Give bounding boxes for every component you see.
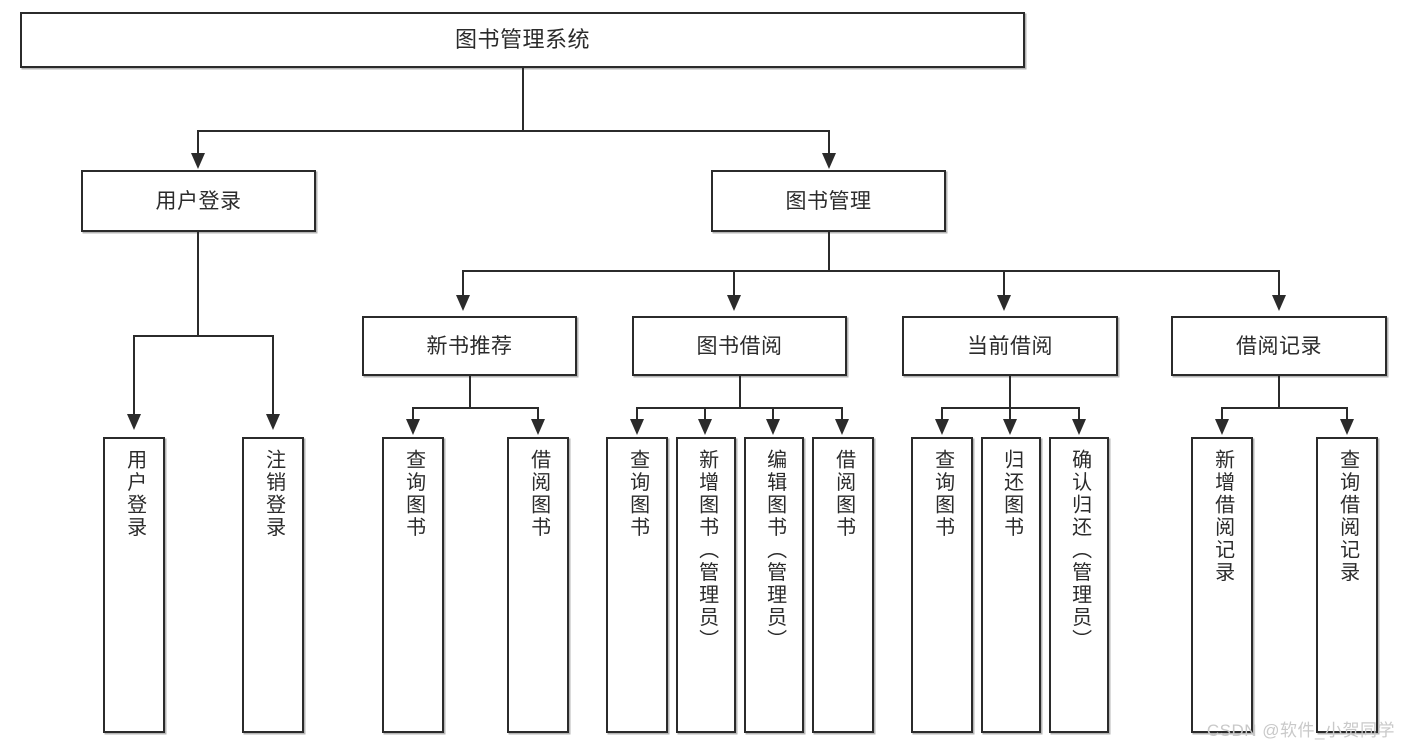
leaf-bb-edit-book[interactable]: 编辑图书（管理员）	[744, 437, 804, 733]
edge-drop-borrow-record	[1278, 270, 1280, 297]
node-label: 用户登录	[123, 449, 146, 539]
node-label: 注销登录	[262, 449, 285, 539]
leaf-nbr-query-book[interactable]: 查询图书	[382, 437, 444, 733]
edge-borrow-record-split-bar	[1221, 407, 1347, 409]
arrow-leaf-cb-2	[1003, 419, 1017, 435]
leaf-cb-confirm-return[interactable]: 确认归还（管理员）	[1049, 437, 1109, 733]
leaf-bb-query-book[interactable]: 查询图书	[606, 437, 668, 733]
edge-drop-leaf-user-login-2	[272, 335, 274, 417]
leaf-cb-query-book[interactable]: 查询图书	[911, 437, 973, 733]
arrow-user-login	[191, 153, 205, 169]
edge-drop-leaf-cb-3	[1078, 407, 1080, 421]
node-user-login[interactable]: 用户登录	[81, 170, 316, 232]
edge-user-login-stem	[197, 232, 199, 335]
node-label: 借阅图书	[527, 449, 550, 539]
leaf-br-add-record[interactable]: 新增借阅记录	[1191, 437, 1253, 733]
node-label: 当前借阅	[967, 334, 1053, 358]
node-label: 查询图书	[402, 449, 425, 539]
arrow-leaf-bb-1	[630, 419, 644, 435]
edge-drop-book-management	[828, 130, 830, 156]
node-label: 图书借阅	[696, 334, 783, 358]
leaf-br-query-record[interactable]: 查询借阅记录	[1316, 437, 1378, 733]
node-label: 借阅图书	[832, 449, 855, 539]
arrow-leaf-bb-4	[835, 419, 849, 435]
node-label: 编辑图书（管理员）	[763, 449, 786, 652]
node-label: 借阅记录	[1236, 334, 1322, 358]
node-current-borrow[interactable]: 当前借阅	[902, 316, 1118, 376]
edge-borrow-record-stem	[1278, 376, 1280, 407]
node-label: 查询图书	[931, 449, 954, 539]
node-borrow-record[interactable]: 借阅记录	[1171, 316, 1387, 376]
arrow-leaf-nbr-1	[406, 419, 420, 435]
arrow-current-borrow	[997, 295, 1011, 311]
edge-drop-leaf-nbr-1	[412, 407, 414, 421]
node-root-book-management-system[interactable]: 图书管理系统	[20, 12, 1025, 68]
arrow-leaf-nbr-2	[531, 419, 545, 435]
edge-drop-leaf-bb-2	[704, 407, 706, 421]
leaf-user-login[interactable]: 用户登录	[103, 437, 165, 733]
edge-current-borrow-stem	[1009, 376, 1011, 407]
edge-book-management-split-bar	[462, 270, 1280, 272]
edge-drop-leaf-user-login-1	[133, 335, 135, 417]
edge-drop-new-book-recommend	[462, 270, 464, 297]
arrow-leaf-bb-3	[766, 419, 780, 435]
node-label: 图书管理	[785, 189, 872, 213]
leaf-cb-return-book[interactable]: 归还图书	[981, 437, 1041, 733]
node-label: 图书管理系统	[454, 27, 590, 52]
arrow-book-management	[822, 153, 836, 169]
node-label: 确认归还（管理员）	[1068, 449, 1091, 652]
edge-book-management-stem	[828, 232, 830, 270]
edge-drop-leaf-bb-3	[772, 407, 774, 421]
node-new-book-recommend[interactable]: 新书推荐	[362, 316, 577, 376]
arrow-leaf-user-login-1	[127, 414, 141, 430]
arrow-leaf-br-2	[1340, 419, 1354, 435]
edge-drop-leaf-cb-1	[941, 407, 943, 421]
edge-drop-leaf-nbr-2	[537, 407, 539, 421]
edge-drop-leaf-bb-4	[841, 407, 843, 421]
edge-book-borrow-split-bar	[636, 407, 842, 409]
edge-drop-user-login	[197, 130, 199, 156]
node-label: 用户登录	[155, 189, 242, 213]
arrow-leaf-bb-2	[698, 419, 712, 435]
edge-new-book-recommend-split-bar	[412, 407, 538, 409]
node-label: 归还图书	[1000, 449, 1023, 539]
node-label: 新增图书（管理员）	[695, 449, 718, 652]
leaf-logout[interactable]: 注销登录	[242, 437, 304, 733]
arrow-new-book-recommend	[456, 295, 470, 311]
edge-book-borrow-stem	[739, 376, 741, 407]
arrow-borrow-record	[1272, 295, 1286, 311]
node-book-borrow[interactable]: 图书借阅	[632, 316, 847, 376]
edge-root-split-bar	[197, 130, 830, 132]
edge-drop-leaf-br-2	[1346, 407, 1348, 421]
edge-root-stem	[522, 68, 524, 130]
arrow-leaf-cb-3	[1072, 419, 1086, 435]
leaf-bb-add-book[interactable]: 新增图书（管理员）	[676, 437, 736, 733]
edge-drop-leaf-br-1	[1221, 407, 1223, 421]
arrow-leaf-user-login-2	[266, 414, 280, 430]
edge-drop-current-borrow	[1003, 270, 1005, 297]
arrow-leaf-cb-1	[935, 419, 949, 435]
leaf-bb-borrow-book[interactable]: 借阅图书	[812, 437, 874, 733]
edge-new-book-recommend-stem	[469, 376, 471, 407]
node-label: 新增借阅记录	[1211, 449, 1234, 584]
leaf-nbr-borrow-book[interactable]: 借阅图书	[507, 437, 569, 733]
node-book-management[interactable]: 图书管理	[711, 170, 946, 232]
node-label: 查询借阅记录	[1336, 449, 1359, 584]
edge-drop-leaf-bb-1	[636, 407, 638, 421]
edge-drop-leaf-cb-2	[1009, 407, 1011, 421]
watermark: CSDN @软件_小贺同学	[1206, 721, 1395, 740]
arrow-book-borrow	[727, 295, 741, 311]
arrow-leaf-br-1	[1215, 419, 1229, 435]
node-label: 查询图书	[626, 449, 649, 539]
node-label: 新书推荐	[426, 334, 513, 358]
edge-drop-book-borrow	[733, 270, 735, 297]
edge-user-login-split-bar	[133, 335, 273, 337]
